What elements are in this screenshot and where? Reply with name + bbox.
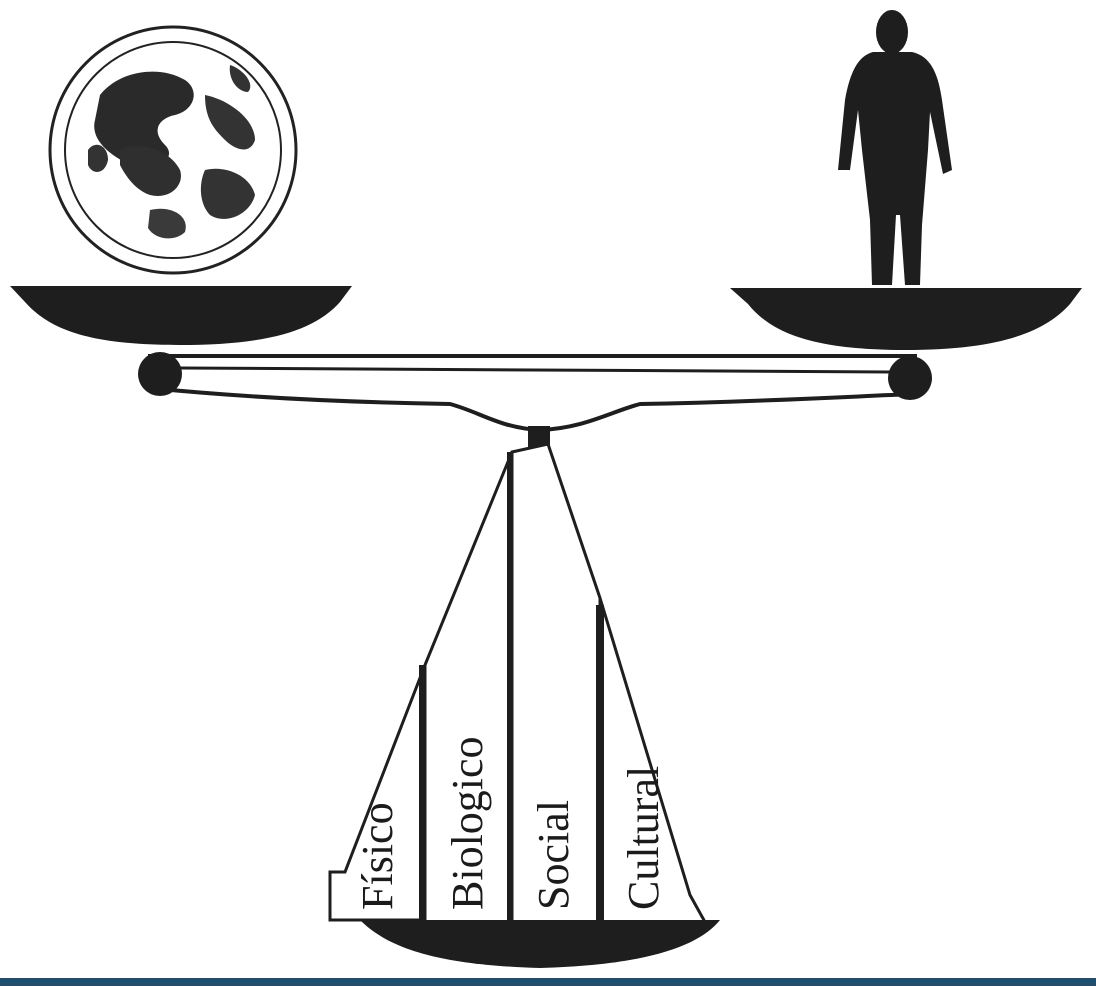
human-figure-icon	[838, 10, 952, 285]
left-pan	[10, 286, 352, 345]
scale-base	[360, 920, 720, 968]
pillar-label-biologico: Biologico	[443, 736, 492, 910]
pillar-label-cultural: Cultural	[619, 766, 668, 910]
pillar-label-fisico: Físico	[353, 802, 402, 910]
bottom-bar	[0, 978, 1096, 986]
earth-globe-icon	[50, 27, 296, 273]
pillar-label-social: Social	[529, 800, 578, 910]
right-pan	[730, 288, 1082, 350]
scale-beam	[138, 352, 932, 448]
